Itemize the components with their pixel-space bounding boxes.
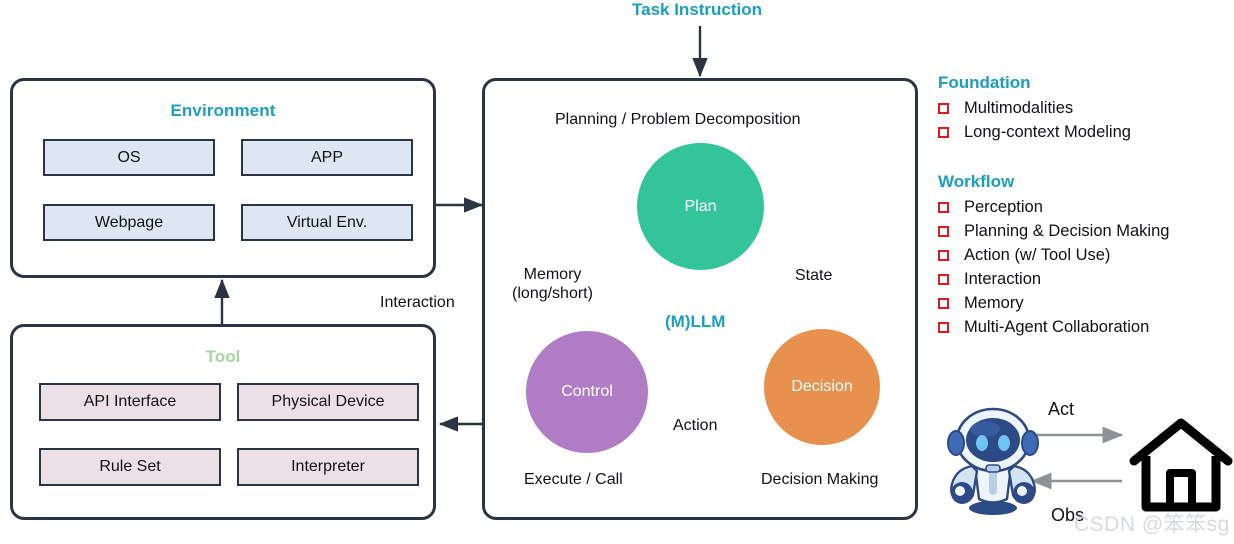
node-decision[interactable]: Decision xyxy=(764,329,880,445)
tool-item-label: API Interface xyxy=(83,393,177,410)
environment-item-label: APP xyxy=(310,148,343,166)
rail-item-label: Long-context Modeling xyxy=(964,122,1131,141)
rail-item-planning-decision-making[interactable]: Planning & Decision Making xyxy=(938,219,1169,243)
tool-title: Tool xyxy=(205,347,241,366)
workflow-section: Workflow Perception Planning & Decision … xyxy=(938,171,1169,339)
mllm-center-label: (M)LLM xyxy=(665,312,726,331)
checkbox-icon xyxy=(938,126,949,138)
node-decision-label: Decision xyxy=(791,378,853,395)
node-plan[interactable]: Plan xyxy=(637,143,764,270)
foundation-section: Foundation Multimodalities Long-context … xyxy=(938,72,1131,144)
tool-item-rule-set[interactable]: Rule Set xyxy=(39,448,221,486)
obs-label: Obs xyxy=(1051,505,1085,525)
tool-item-physical-device[interactable]: Physical Device xyxy=(237,383,419,421)
caption-execute-call: Execute / Call xyxy=(524,471,623,488)
rail-item-multimodalities[interactable]: Multimodalities xyxy=(938,96,1131,120)
tool-panel: Tool API Interface Physical Device Rule … xyxy=(10,324,436,520)
rail-item-label: Planning & Decision Making xyxy=(964,221,1170,240)
environment-item-label: Virtual Env. xyxy=(286,213,368,231)
rail-item-label: Action (w/ Tool Use) xyxy=(964,245,1111,264)
rail-item-label: Perception xyxy=(964,197,1043,216)
environment-title: Environment xyxy=(170,101,276,120)
rail-item-label: Memory xyxy=(964,293,1024,312)
tool-item-label: Physical Device xyxy=(271,393,385,410)
caption-decision-making: Decision Making xyxy=(761,471,879,488)
rail-item-label: Multi-Agent Collaboration xyxy=(964,317,1150,336)
environment-item-webpage[interactable]: Webpage xyxy=(43,204,215,241)
rail-item-label: Interaction xyxy=(964,269,1042,288)
environment-item-label: OS xyxy=(117,148,141,166)
rail-item-label: Multimodalities xyxy=(964,98,1074,117)
environment-item-virtual-env[interactable]: Virtual Env. xyxy=(241,204,413,241)
checkbox-icon xyxy=(938,225,949,237)
edge-label-memory: Memory (long/short) xyxy=(512,266,593,302)
rail-item-action-tool-use[interactable]: Action (w/ Tool Use) xyxy=(938,243,1169,267)
checkbox-icon xyxy=(938,249,949,261)
watermark: CSDN @笨笨sg xyxy=(1074,513,1230,536)
edge-label-state: State xyxy=(795,267,833,284)
act-label: Act xyxy=(1048,399,1075,419)
robot-icon xyxy=(947,407,1039,515)
workflow-heading: Workflow xyxy=(938,172,1015,191)
rail-item-multi-agent-collaboration[interactable]: Multi-Agent Collaboration xyxy=(938,315,1169,339)
checkbox-icon xyxy=(938,102,949,114)
rail-item-interaction[interactable]: Interaction xyxy=(938,267,1169,291)
environment-panel: Environment OS APP Webpage Virtual Env. xyxy=(10,78,436,278)
node-control[interactable]: Control xyxy=(526,331,648,453)
rail-item-long-context-modeling[interactable]: Long-context Modeling xyxy=(938,120,1131,144)
node-control-label: Control xyxy=(561,383,613,400)
checkbox-icon xyxy=(938,297,949,309)
node-plan-label: Plan xyxy=(684,197,717,215)
task-instruction-label: Task Instruction xyxy=(632,0,763,19)
checkbox-icon xyxy=(938,201,949,213)
edge-label-action: Action xyxy=(673,417,718,434)
house-icon xyxy=(1129,418,1233,512)
interaction-label: Interaction xyxy=(380,294,455,311)
tool-item-api-interface[interactable]: API Interface xyxy=(39,383,221,421)
checkbox-icon xyxy=(938,273,949,285)
tool-item-label: Interpreter xyxy=(291,458,365,475)
tool-item-interpreter[interactable]: Interpreter xyxy=(237,448,419,486)
tool-item-label: Rule Set xyxy=(99,458,161,475)
environment-item-label: Webpage xyxy=(94,213,164,231)
rail-item-perception[interactable]: Perception xyxy=(938,195,1169,219)
agent-top-caption: Planning / Problem Decomposition xyxy=(555,111,801,128)
foundation-heading: Foundation xyxy=(938,73,1031,92)
environment-item-app[interactable]: APP xyxy=(241,139,413,176)
checkbox-icon xyxy=(938,321,949,333)
environment-item-os[interactable]: OS xyxy=(43,139,215,176)
rail-item-memory[interactable]: Memory xyxy=(938,291,1169,315)
